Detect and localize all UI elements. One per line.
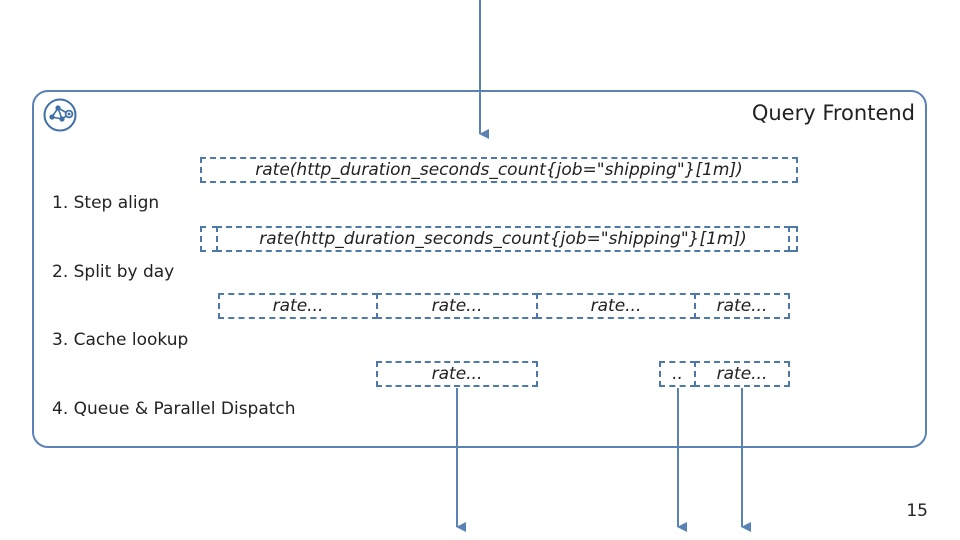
split-box-2-text: rate... bbox=[431, 296, 483, 316]
cache-partial-box-text: .. bbox=[672, 364, 683, 384]
cache-miss-box-1-text: rate... bbox=[431, 364, 483, 384]
aligned-query-box: rate(http_duration_seconds_count{job="sh… bbox=[216, 226, 790, 252]
panel-title: Query Frontend bbox=[751, 101, 915, 125]
cache-miss-box-2: rate... bbox=[694, 361, 790, 387]
split-box-2: rate... bbox=[376, 293, 538, 319]
step-align-label: 1. Step align bbox=[52, 193, 160, 213]
cache-partial-box: .. bbox=[659, 361, 696, 387]
split-box-4-text: rate... bbox=[716, 296, 768, 316]
aligned-query-text: rate(http_duration_seconds_count{job="sh… bbox=[259, 229, 747, 249]
cache-miss-box-2-text: rate... bbox=[716, 364, 768, 384]
split-box-1: rate... bbox=[218, 293, 378, 319]
aligned-right-segment bbox=[788, 226, 798, 252]
cache-miss-box-1: rate... bbox=[376, 361, 538, 387]
queue-dispatch-label: 4. Queue & Parallel Dispatch bbox=[52, 399, 296, 419]
split-by-day-label: 2. Split by day bbox=[52, 262, 175, 282]
network-graph-icon bbox=[42, 97, 78, 133]
split-box-3: rate... bbox=[536, 293, 696, 319]
cache-lookup-label: 3. Cache lookup bbox=[52, 330, 189, 350]
original-query-box: rate(http_duration_seconds_count{job="sh… bbox=[200, 157, 798, 183]
split-box-4: rate... bbox=[694, 293, 790, 319]
query-frontend-panel bbox=[32, 90, 927, 448]
split-box-1-text: rate... bbox=[272, 296, 324, 316]
original-query-text: rate(http_duration_seconds_count{job="sh… bbox=[255, 160, 743, 180]
page-number: 15 bbox=[906, 501, 928, 521]
split-box-3-text: rate... bbox=[590, 296, 642, 316]
